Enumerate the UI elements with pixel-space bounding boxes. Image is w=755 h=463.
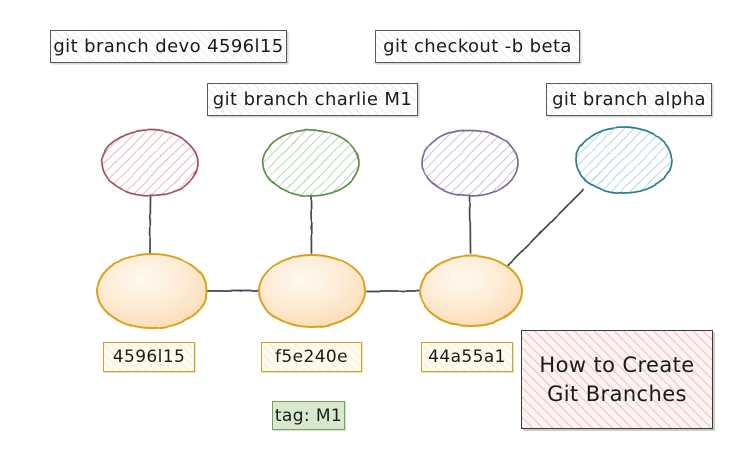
tag-label-text: tag: M1	[274, 405, 343, 426]
devo-branch-node[interactable]	[101, 129, 199, 197]
charlie-branch-node[interactable]	[262, 129, 360, 197]
commit-node-2[interactable]	[258, 254, 366, 328]
edge-commit2-to-charlie	[310, 194, 313, 254]
commit-hash-label-3[interactable]: 44a55a1	[421, 342, 513, 372]
commit-node-3[interactable]	[419, 255, 523, 327]
commit-hash-text-2: f5e240e	[275, 347, 348, 367]
edge-commit1-to-devo	[149, 194, 152, 254]
charlie-branch-command-text: git branch charlie M1	[212, 89, 413, 110]
commit-hash-text-3: 44a55a1	[428, 347, 506, 367]
devo-branch-command[interactable]: git branch devo 4596l15	[50, 30, 287, 63]
commit-hash-label-1[interactable]: 4596l15	[103, 342, 195, 372]
alpha-branch-command[interactable]: git branch alpha	[546, 83, 712, 116]
devo-branch-command-text: git branch devo 4596l15	[53, 36, 284, 57]
commit-hash-text-1: 4596l15	[112, 347, 186, 367]
alpha-branch-node[interactable]	[575, 126, 673, 194]
commit-node-1[interactable]	[96, 253, 208, 329]
beta-checkout-command[interactable]: git checkout -b beta	[375, 30, 580, 63]
alpha-branch-command-text: git branch alpha	[552, 89, 706, 110]
title-line-2: Git Branches	[547, 381, 687, 406]
title-box: How to Create Git Branches	[521, 330, 713, 429]
beta-checkout-command-text: git checkout -b beta	[383, 36, 572, 57]
tag-label[interactable]: tag: M1	[272, 401, 345, 430]
edge-commit3-to-alpha	[500, 189, 584, 273]
beta-branch-node[interactable]	[421, 129, 519, 197]
commit-hash-label-2[interactable]: f5e240e	[261, 342, 362, 372]
title-line-1: How to Create	[539, 353, 695, 378]
charlie-branch-command[interactable]: git branch charlie M1	[207, 83, 418, 116]
edge-commit3-to-beta	[469, 194, 472, 254]
